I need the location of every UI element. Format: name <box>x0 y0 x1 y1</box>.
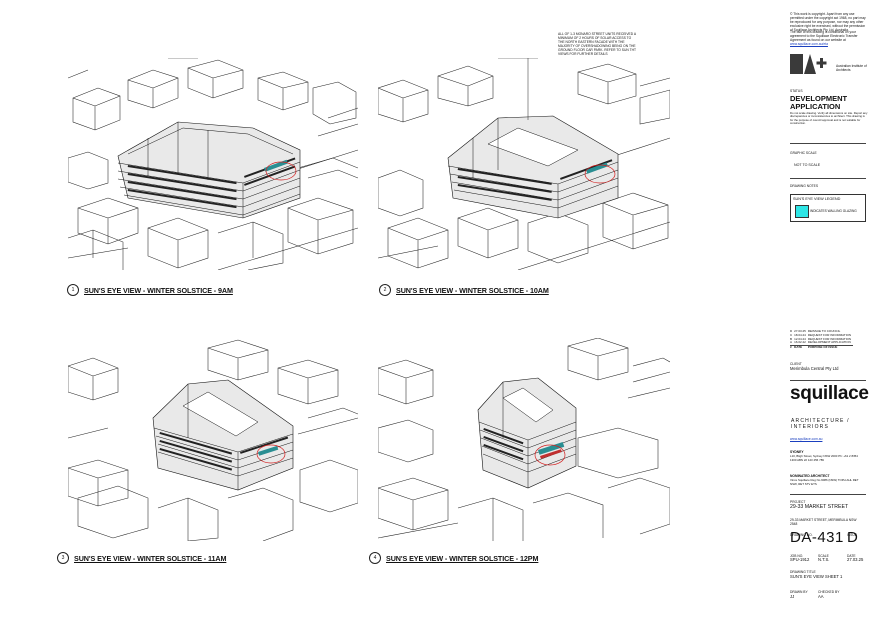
project-name: 29-33 MARKET STREET <box>790 504 849 510</box>
sun-eye-view-4-drawing <box>378 338 670 541</box>
client-label: CLIENT <box>790 362 802 366</box>
divider <box>790 380 866 381</box>
project-label: PROJECT <box>790 500 806 504</box>
drawing-no-label: DRAWING NO. <box>790 533 813 537</box>
job-number: SPU-1912 <box>790 557 810 562</box>
checked-by: AA <box>818 594 824 599</box>
project-address: 29-33 MARKET STREET, MERIMBULA NSW 2548 <box>790 518 857 526</box>
issue-label: ISSUE <box>847 533 857 537</box>
view-title: SUN'S EYE VIEW - WINTER SOLSTICE - 10AM <box>396 285 549 295</box>
legend-box: SUN'S EYE VIEW LEGEND INDICATES WALLING … <box>790 194 866 222</box>
legend-item-label: INDICATES WALLING GLAZING <box>810 209 857 213</box>
aia-logo <box>790 54 834 76</box>
drawn-by: JJ <box>790 594 795 599</box>
view-caption-4: 4 SUN'S EYE VIEW - WINTER SOLSTICE - 12P… <box>369 552 538 564</box>
view-caption-1: 1 SUN'S EYE VIEW - WINTER SOLSTICE - 9AM <box>67 284 233 296</box>
drawing-notes-label: DRAWING NOTES <box>790 184 819 188</box>
view-title: SUN'S EYE VIEW - WINTER SOLSTICE - 12PM <box>386 553 539 563</box>
status-note: Do not scale drawing. Verify all dimensi… <box>790 111 868 126</box>
view-number: 1 <box>67 284 79 296</box>
nominated-label: NOMINATED ARCHITECT <box>790 474 830 478</box>
drawn-by-label: DRAWN BY <box>790 590 808 594</box>
office-label: SYDNEY <box>790 450 804 454</box>
aia-text: Australian Institute of Architects <box>836 64 867 72</box>
copyright-note-2: The use of this drawing is conditional o… <box>790 30 858 46</box>
eta-link[interactable]: www.squillace.com.au/eta <box>790 42 828 46</box>
view-number: 3 <box>57 552 69 564</box>
divider <box>790 143 866 144</box>
status-line-1: DEVELOPMENT <box>790 94 848 103</box>
scale-value: N.T.S. <box>818 557 830 562</box>
office-address: L10, Bligh Street, Sydney NSW 2000 Ph: +… <box>790 454 858 462</box>
nominated-architect: Vince Squillace Reg No 9086 (NSW) TOPH A… <box>790 478 859 486</box>
sun-eye-view-1-drawing <box>68 58 358 270</box>
graphic-scale-label: GRAPHIC SCALE <box>790 151 817 155</box>
glazing-swatch <box>795 205 809 218</box>
website-link[interactable]: www.squillace.com.au <box>790 437 823 441</box>
date-value: 27.03.25 <box>847 557 864 562</box>
copyright-note: © This work is copyright. Apart from any… <box>790 12 866 32</box>
scale-label: SCALE <box>818 554 829 558</box>
squillace-tagline: ARCHITECTURE / INTERIORS <box>791 418 850 430</box>
view-title: SUN'S EYE VIEW - WINTER SOLSTICE - 11AM <box>74 553 227 563</box>
status-label: STATUS <box>790 89 803 93</box>
divider <box>790 494 866 495</box>
graphic-scale-value: NOT TO SCALE <box>794 163 821 167</box>
status-line-2: APPLICATION <box>790 102 841 111</box>
job-no-label: JOB NO. <box>790 554 804 558</box>
checked-by-label: CHECKED BY <box>818 590 840 594</box>
view-caption-2: 2 SUN'S EYE VIEW - WINTER SOLSTICE - 10A… <box>379 284 549 296</box>
drawing-title-label: DRAWING TITLE <box>790 570 816 574</box>
date-label: DATE <box>847 554 856 558</box>
overshadowing-annotation: ALL OF 1-3 MONARO STREET UNITS RECEIVED … <box>558 32 636 57</box>
squillace-logo: squillace <box>790 383 869 404</box>
divider <box>790 178 866 179</box>
issue-letter: D <box>847 529 858 546</box>
view-number: 2 <box>379 284 391 296</box>
drawing-number: DA-431 <box>790 529 844 546</box>
sun-eye-view-2-drawing <box>378 58 670 270</box>
legend-title: SUN'S EYE VIEW LEGEND <box>793 197 841 201</box>
view-number: 4 <box>369 552 381 564</box>
sun-eye-view-3-drawing <box>68 338 358 541</box>
view-title: SUN'S EYE VIEW - WINTER SOLSTICE - 9AM <box>84 285 233 295</box>
client-name: Merimbula Central Pty Ltd <box>790 366 839 371</box>
drawing-title: SUN'S EYE VIEW SHEET 1 <box>790 574 843 579</box>
title-block: © This work is copyright. Apart from any… <box>790 0 878 620</box>
view-caption-3: 3 SUN'S EYE VIEW - WINTER SOLSTICE - 11A… <box>57 552 226 564</box>
